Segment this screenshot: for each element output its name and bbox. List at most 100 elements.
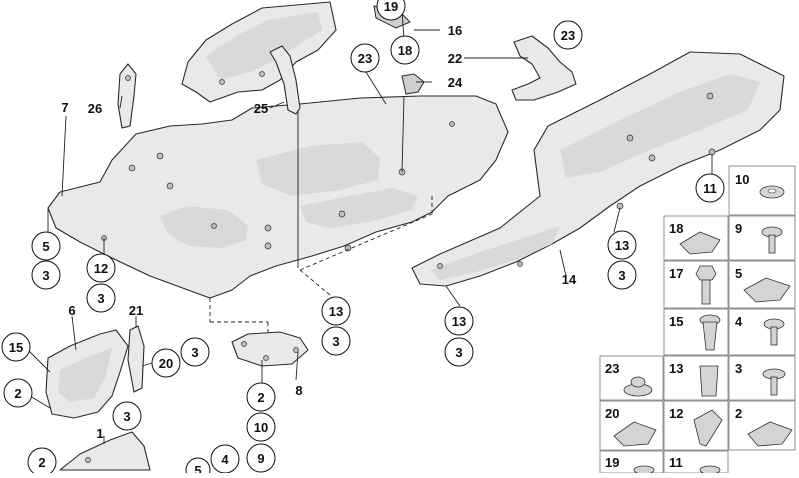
- callout-c2c[interactable]: 2: [27, 447, 57, 477]
- callout-c2a[interactable]: 2: [3, 378, 33, 408]
- legend-cell-12[interactable]: 12: [663, 400, 729, 451]
- callout-number: 5: [42, 239, 49, 254]
- collar-nut-icon: [623, 376, 653, 397]
- screw-icon: [761, 226, 783, 254]
- callout-c3a[interactable]: 3: [31, 260, 61, 290]
- callout-c3f[interactable]: 3: [180, 337, 210, 367]
- flange-screw-icon: [762, 368, 786, 396]
- clip-nut-icon: [743, 277, 791, 303]
- part-label-26: 26: [88, 101, 102, 116]
- callout-c11[interactable]: 11: [695, 173, 725, 203]
- callout-c2b[interactable]: 2: [246, 382, 276, 412]
- callout-number: 2: [14, 386, 21, 401]
- legend-number: 4: [735, 314, 743, 329]
- legend-number: 13: [669, 361, 683, 376]
- legend-cell-13[interactable]: 13: [663, 355, 729, 401]
- legend-number: 10: [735, 172, 749, 187]
- callout-number: 12: [94, 261, 108, 276]
- legend-cell-20[interactable]: 20: [599, 400, 664, 451]
- callout-number: 2: [257, 390, 264, 405]
- callout-number: 3: [123, 409, 130, 424]
- legend-cell-5[interactable]: 5: [728, 260, 796, 309]
- callout-number: 19: [384, 0, 398, 14]
- legend-cell-23[interactable]: 23: [599, 355, 664, 401]
- callout-number: 13: [452, 314, 466, 329]
- callout-c19t[interactable]: 19: [376, 0, 406, 21]
- callout-c12[interactable]: 12: [86, 253, 116, 283]
- callout-c9[interactable]: 9: [246, 443, 276, 473]
- clip-nut-icon: [747, 421, 793, 447]
- plate-8: [231, 331, 309, 367]
- expanding-rivet-icon: [699, 314, 721, 351]
- legend-cell-11[interactable]: 11: [663, 450, 729, 475]
- part-label-1: 1: [96, 426, 103, 441]
- legend-cell-4[interactable]: 4: [728, 308, 796, 356]
- legend-number: 5: [735, 266, 742, 281]
- callout-c3e[interactable]: 3: [444, 337, 474, 367]
- bracket-26: [117, 63, 137, 129]
- callout-c13b[interactable]: 13: [321, 296, 351, 326]
- callout-number: 10: [254, 420, 268, 435]
- screw-icon: [763, 318, 785, 346]
- callout-number: 3: [332, 334, 339, 349]
- callout-c3b[interactable]: 3: [86, 283, 116, 313]
- callout-c18t[interactable]: 18: [390, 35, 420, 65]
- hex-bolt-icon: [695, 265, 717, 305]
- legend-number: 19: [605, 455, 619, 470]
- legend-cell-19[interactable]: 19: [599, 450, 664, 475]
- wheel-arch-liner-6: [45, 329, 129, 419]
- callout-number: 3: [455, 345, 462, 360]
- fastener-legend: 10 18 9 17: [599, 165, 796, 475]
- side-sill-panel: [411, 51, 785, 287]
- callout-c23b[interactable]: 23: [553, 20, 583, 50]
- part-label-25: 25: [254, 101, 268, 116]
- callout-number: 4: [221, 452, 229, 467]
- leader-lines: [23, 9, 713, 444]
- square-nut-icon: [699, 365, 719, 397]
- legend-number: 20: [605, 406, 619, 421]
- callout-c5[interactable]: 5: [31, 231, 61, 261]
- callout-number: 3: [97, 291, 104, 306]
- legend-cell-3[interactable]: 3: [728, 355, 796, 401]
- clip-icon: [613, 421, 657, 447]
- callout-c20[interactable]: 20: [151, 348, 181, 378]
- callout-number: 15: [9, 340, 23, 355]
- upper-rear-shield: [181, 1, 337, 103]
- callout-number: 2: [38, 455, 45, 470]
- callout-number: 13: [329, 304, 343, 319]
- callout-c13a[interactable]: 13: [607, 230, 637, 260]
- legend-cell-18[interactable]: 18: [663, 215, 729, 261]
- callout-number: 11: [703, 181, 717, 196]
- main-underbody-panel: [47, 95, 509, 299]
- legend-cell-15[interactable]: 15: [663, 308, 729, 356]
- strip-21: [127, 325, 145, 393]
- callout-c23a[interactable]: 23: [350, 43, 380, 73]
- legend-number: 17: [669, 266, 683, 281]
- legend-cell-9[interactable]: 9: [728, 215, 796, 261]
- callout-c5b[interactable]: 5: [185, 457, 211, 478]
- callout-c10[interactable]: 10: [246, 412, 276, 442]
- callout-c3g[interactable]: 3: [112, 401, 142, 431]
- callout-number: 3: [42, 268, 49, 283]
- callout-number: 23: [358, 51, 372, 66]
- callout-c3c[interactable]: 3: [607, 260, 637, 290]
- legend-number: 23: [605, 361, 619, 376]
- part-label-7: 7: [61, 100, 68, 115]
- part-label-22: 22: [448, 51, 462, 66]
- callout-c15[interactable]: 15: [1, 332, 31, 362]
- legend-cell-17[interactable]: 17: [663, 260, 729, 309]
- panel-1: [59, 431, 151, 471]
- nut-icon: [699, 465, 721, 475]
- callout-c4[interactable]: 4: [210, 444, 240, 474]
- callout-number: 20: [159, 356, 173, 371]
- legend-number: 3: [735, 361, 742, 376]
- legend-cell-2[interactable]: 2: [728, 400, 796, 451]
- legend-cell-10[interactable]: 10: [728, 165, 796, 216]
- part-label-6: 6: [68, 303, 75, 318]
- callout-number: 9: [257, 451, 264, 466]
- callout-c13c[interactable]: 13: [444, 306, 474, 336]
- callout-c3d[interactable]: 3: [321, 326, 351, 356]
- callout-number: 5: [194, 463, 201, 473]
